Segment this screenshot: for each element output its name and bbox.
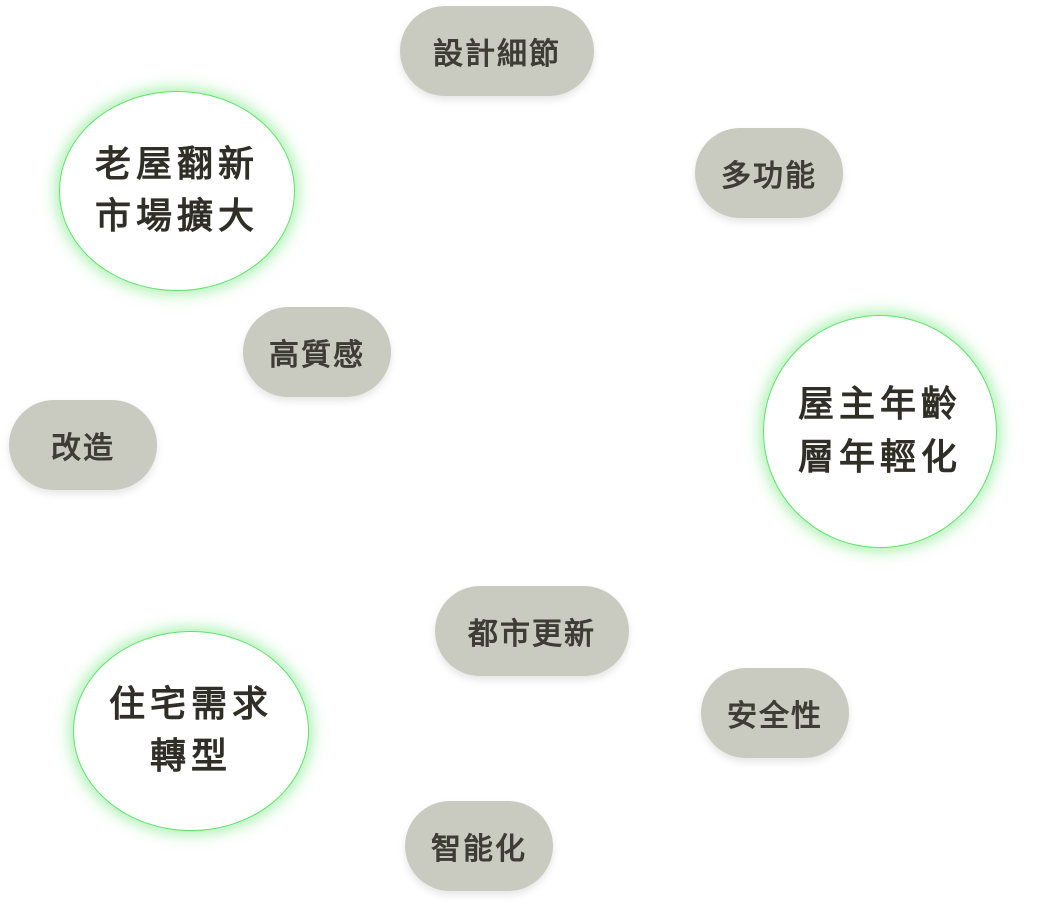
highlight-line-1: 老屋翻新 [94,143,259,185]
highlight-line-2: 層年輕化 [797,436,962,478]
highlight-line-2: 轉型 [149,736,232,777]
tag-label: 設計細節 [433,37,561,72]
tag-smart: 智能化 [405,801,553,891]
tag-label: 安全性 [727,699,823,734]
highlight-younger-owners: 屋主年齡 層年輕化 [763,315,997,548]
tag-design-details: 設計細節 [400,6,594,96]
tag-label: 高質感 [269,338,365,373]
highlight-line-2: 市場擴大 [94,196,259,237]
highlight-housing-demand: 住宅需求 轉型 [73,631,309,831]
highlight-line-1: 屋主年齡 [797,384,962,426]
tag-label: 多功能 [721,159,817,194]
tag-label: 改造 [51,431,115,466]
highlight-line-1: 住宅需求 [108,683,273,725]
tag-multifunction: 多功能 [695,128,843,218]
tag-safety: 安全性 [701,668,849,758]
tag-high-quality: 高質感 [243,307,391,397]
highlight-old-house-renovation: 老屋翻新 市場擴大 [59,91,295,291]
tag-remodel: 改造 [9,400,157,490]
tag-urban-renewal: 都市更新 [435,586,629,676]
tag-label: 都市更新 [468,617,596,652]
tag-label: 智能化 [431,832,527,867]
